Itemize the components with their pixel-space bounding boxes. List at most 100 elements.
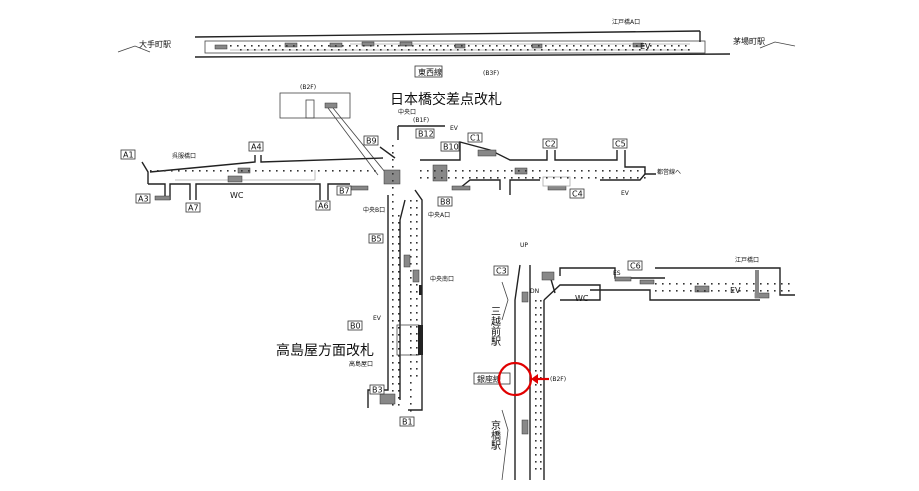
tactile-dot	[746, 283, 748, 285]
tactile-dot	[416, 312, 418, 314]
tactile-dot	[636, 45, 638, 47]
tactile-dot	[392, 229, 394, 231]
exit-label-b3: B3	[372, 386, 383, 395]
tactile-dot	[539, 177, 541, 179]
tactile-dot	[307, 45, 309, 47]
b2f-ginza-label: (B2F)	[550, 376, 566, 383]
tactile-dot	[461, 45, 463, 47]
tactile-dot	[681, 49, 683, 51]
tactile-dot	[760, 283, 762, 285]
tactile-dot	[436, 49, 438, 51]
tactile-dot	[753, 290, 755, 292]
tactile-dot	[261, 49, 263, 51]
tactile-dot	[704, 283, 706, 285]
tactile-dot	[604, 49, 606, 51]
tactile-dot	[416, 368, 418, 370]
tactile-dot	[630, 177, 632, 179]
tactile-dot	[311, 170, 313, 172]
otemachi-station-label: 大手町駅	[139, 39, 171, 49]
tactile-dot	[678, 45, 680, 47]
tactile-dot	[265, 45, 267, 47]
tactile-dot	[541, 49, 543, 51]
tactile-dot	[535, 405, 537, 407]
tactile-dot	[384, 45, 386, 47]
tactile-dot	[476, 177, 478, 179]
exit-label-a4: A4	[251, 143, 262, 152]
tactile-dot	[359, 49, 361, 51]
tactile-dot	[489, 45, 491, 47]
tactile-dot	[567, 170, 569, 172]
tactile-dot	[398, 334, 400, 336]
tactile-dot	[392, 369, 394, 371]
tactile-dot	[553, 177, 555, 179]
dn-mark: DN	[530, 288, 539, 295]
tactile-dot	[416, 291, 418, 293]
tactile-dot	[416, 326, 418, 328]
tactile-dot	[588, 177, 590, 179]
tactile-dot	[581, 177, 583, 179]
tactile-dot	[448, 177, 450, 179]
tactile-dot	[595, 170, 597, 172]
takashimaya-gate-label: 高島屋方面改札	[276, 342, 374, 359]
tactile-dot	[392, 348, 394, 350]
tactile-dot	[398, 397, 400, 399]
tactile-dot	[615, 45, 617, 47]
tactile-dot	[289, 49, 291, 51]
tactile-dot	[540, 412, 542, 414]
tactile-dot	[392, 194, 394, 196]
tactile-dot	[206, 170, 208, 172]
tactile-dot	[416, 319, 418, 321]
tactile-dot	[412, 45, 414, 47]
tactile-dot	[546, 170, 548, 172]
tactile-dot	[171, 170, 173, 172]
tactile-dot	[650, 45, 652, 47]
tactile-dot	[535, 342, 537, 344]
tactile-dot	[660, 49, 662, 51]
tactile-dot	[711, 290, 713, 292]
tactile-dot	[420, 170, 422, 172]
tactile-dot	[410, 242, 412, 244]
tactile-dot	[511, 177, 513, 179]
tactile-dot	[540, 377, 542, 379]
exit-box-a3	[135, 193, 151, 204]
tactile-dot	[164, 170, 166, 172]
edobashi-a-exit-label: 江戸橋A口	[612, 18, 640, 26]
tactile-dot	[602, 177, 604, 179]
tactile-dot	[392, 208, 394, 210]
tactile-dot	[331, 49, 333, 51]
tactile-dot	[310, 49, 312, 51]
exit-box-a4	[248, 141, 264, 152]
tactile-dot	[711, 283, 713, 285]
tactile-dot	[490, 177, 492, 179]
tactile-dot	[220, 170, 222, 172]
tactile-dot	[234, 170, 236, 172]
tactile-dot	[608, 45, 610, 47]
tactile-dot	[671, 45, 673, 47]
tactile-dot	[433, 45, 435, 47]
tactile-dot	[398, 320, 400, 322]
tactile-dot	[410, 340, 412, 342]
tactile-dot	[518, 177, 520, 179]
tactile-dot	[405, 45, 407, 47]
tactile-dot	[535, 307, 537, 309]
tactile-dot	[410, 270, 412, 272]
exit-label-b1: B1	[402, 418, 413, 427]
tactile-dot	[535, 335, 537, 337]
tactile-dot	[398, 383, 400, 385]
tactile-dot	[392, 180, 394, 182]
tactile-dot	[398, 299, 400, 301]
tactile-dot	[416, 298, 418, 300]
tactile-dot	[609, 177, 611, 179]
chuo-south-exit-label: 中央南口	[430, 275, 454, 283]
tactile-dot	[573, 45, 575, 47]
tactile-dot	[339, 170, 341, 172]
south-corridor	[367, 189, 423, 411]
chuo-exit-label: 中央口	[398, 108, 416, 116]
tactile-dot	[240, 49, 242, 51]
tactile-dot	[497, 177, 499, 179]
tactile-dot	[356, 45, 358, 47]
tactile-dot	[254, 49, 256, 51]
tactile-dot	[725, 290, 727, 292]
